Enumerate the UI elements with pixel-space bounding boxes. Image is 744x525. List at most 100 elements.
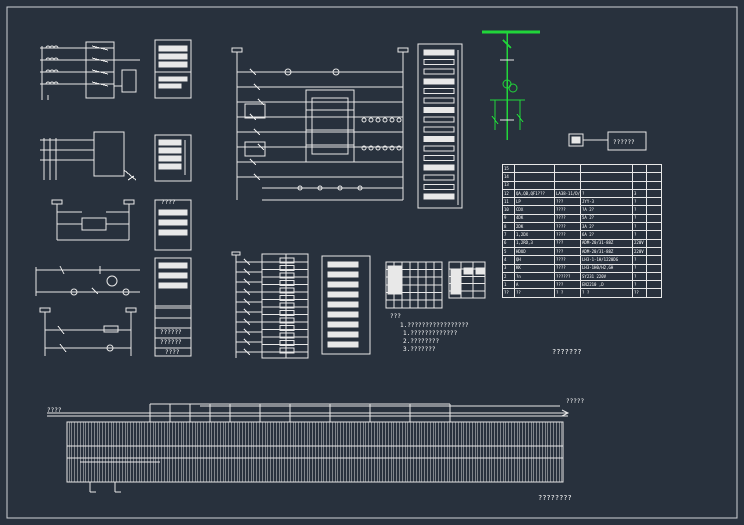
bom-cell <box>646 180 662 190</box>
contact-dot <box>396 145 402 151</box>
drawing-stroke <box>249 158 257 166</box>
panel-block-label-1: ?????? <box>160 329 182 336</box>
bom-cell <box>646 222 662 232</box>
bom-cell: 12 <box>502 188 515 199</box>
bom-cell: ? <box>632 230 647 240</box>
bom-cell: ? <box>632 197 647 207</box>
drawing-stroke <box>59 343 67 353</box>
component-slot <box>423 59 455 66</box>
component-slot <box>423 49 455 56</box>
terminal-block <box>93 131 125 177</box>
coil-symbol <box>53 69 59 73</box>
component-slot <box>423 193 455 200</box>
drawing-stroke <box>243 298 251 306</box>
bom-cell: 3A 2? <box>580 222 633 232</box>
device-panel <box>321 255 371 355</box>
bom-cell: ? ? <box>554 288 581 298</box>
contact-dot <box>375 117 381 123</box>
bom-cell: 4DK <box>514 213 555 224</box>
bom-cell: 4 <box>502 255 515 265</box>
bom-cell <box>646 213 662 224</box>
motor-symbol <box>106 275 118 287</box>
contact-dot <box>368 117 374 123</box>
panel-legend-5 <box>154 305 192 357</box>
component-panel <box>417 43 463 209</box>
bom-cell: LA38-11/D/208 <box>554 188 581 199</box>
bom-cell <box>514 163 555 174</box>
bom-cell: ? <box>632 280 647 290</box>
device-slot <box>327 271 359 278</box>
drawing-stroke <box>125 307 137 313</box>
bom-cell: ?????? <box>554 271 581 282</box>
arrow-head <box>561 409 570 417</box>
terminal-slot <box>279 332 295 339</box>
terminal-block <box>85 41 115 99</box>
contact-dot <box>382 145 388 151</box>
drawing-stroke <box>91 69 109 75</box>
bom-cell: ???? <box>554 263 581 273</box>
drawing-stroke <box>57 325 65 335</box>
terminal-slot <box>279 302 295 309</box>
bom-cell: ? <box>632 205 647 215</box>
bom-cell: 5A 2? <box>580 213 633 224</box>
terminal-slot <box>279 295 295 301</box>
switch-green <box>491 115 499 125</box>
component-slot <box>423 145 455 152</box>
bom-cell: ?? <box>514 288 555 298</box>
drawing-stroke <box>243 258 251 266</box>
legend-bar <box>158 219 188 226</box>
bom-cell: ?? <box>632 288 647 298</box>
contact-dot <box>382 117 388 123</box>
bom-row: 15 <box>502 163 662 174</box>
bom-cell: ???? <box>554 222 581 232</box>
bom-cell: 1,2RD,3 <box>514 238 555 248</box>
drawing-stroke <box>243 288 251 296</box>
drawing-stroke <box>231 251 241 256</box>
bom-cell <box>646 163 662 174</box>
terminal-slot <box>279 317 295 324</box>
coil-symbol <box>53 57 59 61</box>
bom-cell: 7 <box>502 230 515 240</box>
bom-cell: ??? <box>554 238 581 248</box>
bom-cell <box>646 271 662 282</box>
drawing-stroke <box>91 57 109 63</box>
contactor <box>244 103 266 119</box>
device-slot <box>327 341 359 348</box>
panel-legend-4 <box>154 257 192 309</box>
bom-cell: ?n <box>514 271 555 282</box>
bom-cell: 15 <box>502 163 515 174</box>
contact-dot <box>361 145 367 151</box>
bom-cell: ???? <box>554 205 581 215</box>
bom-cell <box>646 263 662 273</box>
terminal-slot <box>279 347 295 354</box>
bom-cell: JYY-3 <box>580 197 633 207</box>
bom-cell: QA,QB,QF1??? <box>514 188 555 199</box>
bom-cell: ? <box>632 263 647 273</box>
component-slot <box>423 174 455 181</box>
drawing-stroke <box>91 81 109 87</box>
panel-legend-2 <box>154 134 192 182</box>
drawing-stroke <box>257 143 265 151</box>
bom-cell <box>646 205 662 215</box>
bom-cell <box>554 180 581 190</box>
drawing-stroke <box>243 338 251 346</box>
coil-symbol <box>53 81 59 85</box>
legend-bar <box>158 45 188 52</box>
component-slot <box>423 68 455 75</box>
legend-bar <box>158 53 188 60</box>
bom-cell: 3 <box>632 188 647 199</box>
legend-bar <box>158 282 188 289</box>
seal-label: ?????? <box>613 139 635 146</box>
bom-cell: 2 <box>502 271 515 282</box>
component-slot <box>423 78 455 85</box>
bom-row: 2?n??????SY231 220V? <box>502 271 662 282</box>
switch-green <box>516 113 524 123</box>
legend-bar <box>158 155 182 162</box>
